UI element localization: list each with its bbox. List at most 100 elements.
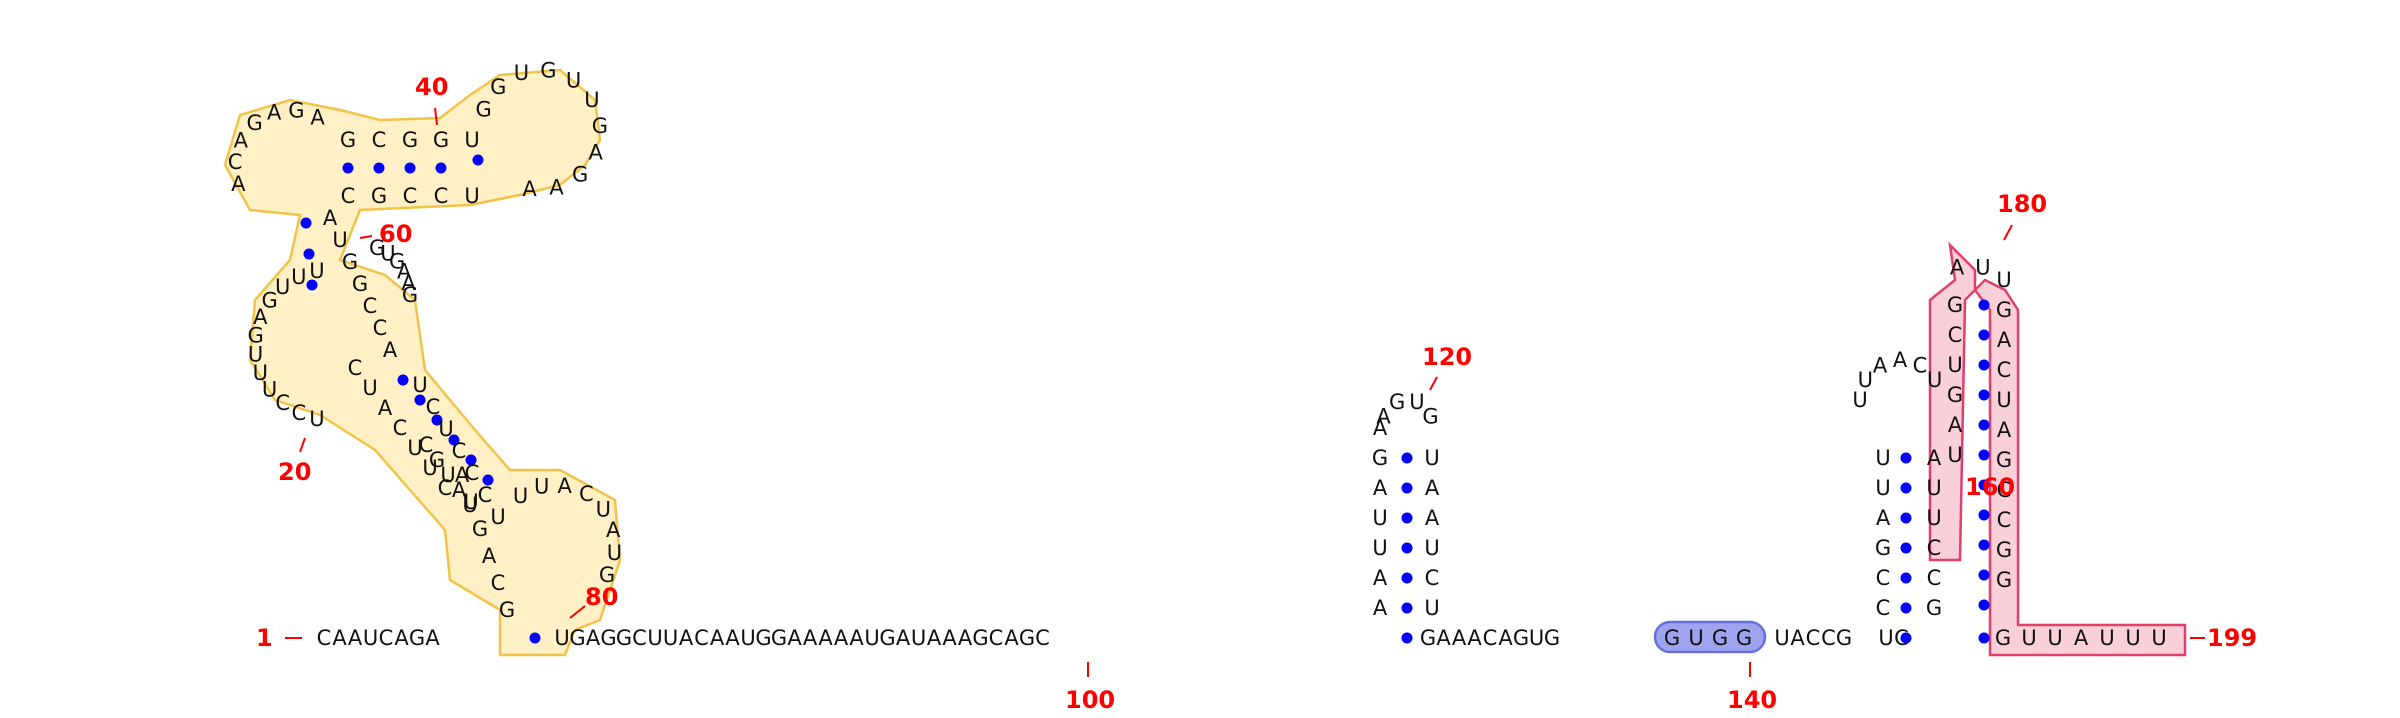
loop-nucleotide: C — [228, 150, 243, 174]
stem-nucleotide: G — [402, 128, 418, 152]
base-pair-dot — [404, 162, 416, 174]
hairpin-nucleotide: G — [1996, 568, 2012, 592]
stem-nucleotide: C — [434, 184, 449, 208]
stem-nucleotide: U — [464, 128, 479, 152]
loop-nucleotide: U — [1852, 388, 1867, 412]
loop-nucleotide: G — [247, 111, 263, 135]
hairpin-nucleotide: G — [1996, 538, 2012, 562]
loop-nucleotide: G — [369, 236, 385, 260]
backbone-nucleotide: C — [1894, 626, 1909, 650]
stem-nucleotide: G — [352, 272, 368, 296]
position-label-20: 20 — [278, 458, 311, 486]
loop-nucleotide: A — [522, 177, 537, 201]
position-label-120: 120 — [1422, 343, 1472, 371]
base-pair-dot — [373, 162, 385, 174]
backbone-nucleotide: C — [1035, 626, 1050, 650]
loop-nucleotide: U — [514, 61, 529, 85]
backbone-pair-dot — [529, 632, 541, 644]
position-label-layer: 1 199 20 40 60 80 100 120 140 160 180 — [256, 73, 2257, 714]
backbone-pair-dot — [1978, 632, 1990, 644]
hairpin-nucleotide: U — [1947, 443, 1962, 467]
loop-nucleotide: U — [309, 407, 324, 431]
loop-nucleotide: G — [475, 97, 491, 121]
loop-nucleotide: A — [267, 100, 282, 124]
base-pair-dot — [448, 434, 460, 446]
loop-nucleotide: A — [1873, 353, 1888, 377]
backbone-nucleotide: A — [896, 626, 911, 650]
loop-nucleotide: A — [606, 518, 621, 542]
backbone-nucleotide: G — [1544, 626, 1560, 650]
loop-nucleotide: G — [1389, 390, 1405, 414]
base-pair-dot — [1978, 479, 1990, 491]
backbone-nucleotide: G — [569, 626, 585, 650]
stem-nucleotide: U — [332, 228, 347, 252]
hairpin-nucleotide: G — [1947, 383, 1963, 407]
highlight-region-pink — [1928, 241, 2187, 657]
base-pair-dot — [342, 162, 354, 174]
stem-nucleotide: U — [462, 493, 477, 517]
backbone-nucleotide: A — [1452, 626, 1467, 650]
loop-nucleotide: A — [557, 474, 572, 498]
base-pair-dot — [1900, 602, 1912, 614]
loop-nucleotide: G — [572, 163, 588, 187]
loop-nucleotide: A — [1950, 256, 1965, 280]
stem-nucleotide: U — [362, 376, 377, 400]
highlighted-nucleotide: G — [1712, 626, 1728, 650]
stem-nucleotide: C — [372, 128, 387, 152]
backbone-nucleotide: A — [679, 626, 694, 650]
loop-nucleotide: C — [275, 391, 290, 415]
stem-nucleotide: A — [455, 463, 470, 487]
stem-nucleotide: U — [1875, 476, 1890, 500]
backbone-nucleotide: A — [942, 626, 957, 650]
hairpin-nucleotide: C — [1997, 358, 2012, 382]
stem-nucleotide: U — [407, 436, 422, 460]
highlighted-nucleotide: G — [1995, 626, 2011, 650]
highlight-region-blue — [1653, 620, 1767, 654]
backbone-nucleotide: A — [1436, 626, 1451, 650]
stem-nucleotide: C — [478, 483, 493, 507]
highlighted-nucleotide: U — [2151, 626, 2166, 650]
loop-nucleotide: U — [1975, 256, 1990, 280]
loop-nucleotide: A — [253, 305, 268, 329]
loop-nucleotide: A — [397, 260, 412, 284]
tick-80 — [569, 605, 586, 619]
backbone-nucleotide: U — [1529, 626, 1544, 650]
stem-nucleotide: U — [490, 505, 505, 529]
base-pair-dot — [472, 154, 484, 166]
stem-nucleotide: C — [373, 316, 388, 340]
stem-nucleotide: C — [465, 461, 480, 485]
stem-nucleotide: A — [378, 396, 393, 420]
backbone-nucleotide: U — [1774, 626, 1789, 650]
backbone-nucleotide: C — [379, 626, 394, 650]
base-pair-dot — [1401, 452, 1413, 464]
hairpin-nucleotide: A — [1373, 566, 1388, 590]
stem-nucleotide: C — [438, 476, 453, 500]
backbone-nucleotide: A — [425, 626, 440, 650]
backbone-nucleotide: G — [1513, 626, 1529, 650]
hairpin-nucleotide: A — [1373, 476, 1388, 500]
loop-nucleotide: A — [588, 140, 603, 164]
hairpin-nucleotide: G — [1996, 448, 2012, 472]
loop-nucleotide: U — [1927, 368, 1942, 392]
base-pair-dot — [1401, 602, 1413, 614]
base-pair-dot — [397, 374, 409, 386]
backbone-nucleotide: U — [647, 626, 662, 650]
base-pair-dot — [465, 454, 477, 466]
loop-nucleotide: A — [310, 105, 325, 129]
stem-nucleotide: G — [472, 517, 488, 541]
stem-nucleotide: U — [463, 490, 478, 514]
loop-nucleotide: G — [599, 563, 615, 587]
stem-nucleotide: C — [1927, 536, 1942, 560]
backbone-nucleotide: A — [586, 626, 601, 650]
backbone-nucleotide: A — [332, 626, 347, 650]
backbone-nucleotide: U — [363, 626, 378, 650]
hairpin-nucleotide: U — [1372, 506, 1387, 530]
base-pair-dot — [306, 279, 318, 291]
stem-nucleotide: U — [1926, 506, 1941, 530]
base-pair-dot — [1401, 542, 1413, 554]
hairpin-nucleotide: U — [1424, 596, 1439, 620]
loop-nucleotide: U — [262, 377, 277, 401]
backbone-nucleotide: U — [554, 626, 569, 650]
backbone-nucleotide: A — [803, 626, 818, 650]
loop-nucleotide: U — [309, 259, 324, 283]
